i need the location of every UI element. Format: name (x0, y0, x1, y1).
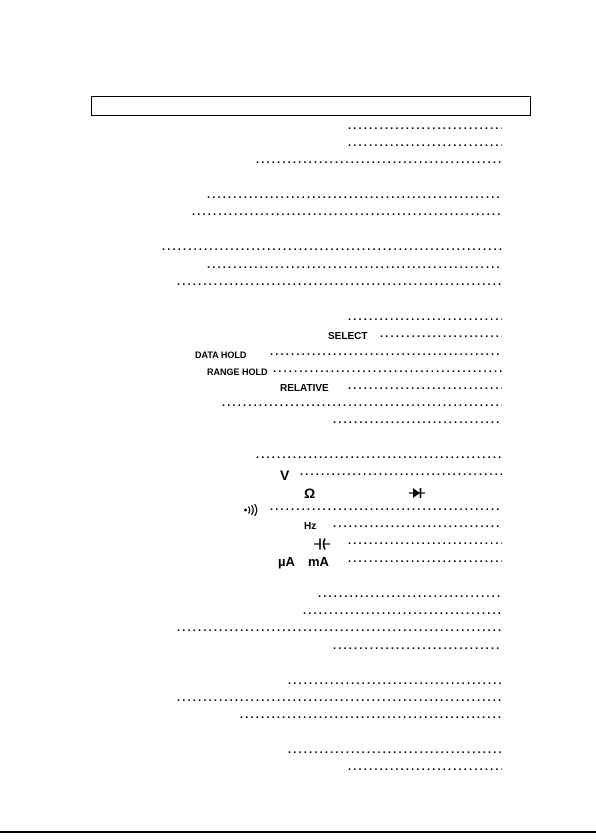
toc-row-capacitor: ································ (0, 537, 596, 551)
toc-row: ········································… (0, 278, 596, 292)
toc-row: ········································… (0, 399, 596, 413)
dot-leader: ································ (348, 538, 502, 550)
toc-row: ································ (0, 139, 596, 153)
toc-row: ································ (0, 122, 596, 136)
toc-row-range-hold: RANGE HOLD ·····························… (0, 365, 596, 379)
dot-leader: ········································… (207, 192, 502, 204)
toc-row-data-hold: DATA HOLD ······························… (0, 348, 596, 362)
milliamp-label: mA (308, 554, 329, 569)
dot-leader: ········································… (288, 747, 502, 759)
dot-leader: ········································… (177, 695, 502, 707)
toc-row-select: SELECT ·························· (0, 330, 596, 344)
toc-row-volt: V ······································… (0, 468, 596, 482)
dot-leader: ········································… (177, 625, 502, 637)
relative-label: RELATIVE (280, 383, 329, 394)
select-label: SELECT (328, 331, 368, 342)
toc-row: ········································… (0, 243, 596, 257)
dot-leader: ································ (348, 556, 502, 568)
dot-leader: ········································… (270, 504, 502, 516)
diode-icon (409, 488, 425, 498)
dot-leader: ································ (348, 140, 502, 152)
range-hold-label: RANGE HOLD (207, 367, 268, 377)
continuity-icon (244, 504, 258, 516)
toc-row: ········································… (0, 156, 596, 170)
dot-leader: ········································… (192, 209, 502, 221)
ohm-label: Ω (304, 485, 316, 501)
dot-leader: ········································… (270, 349, 502, 361)
toc-row: ································ (0, 313, 596, 327)
dot-leader: ········································… (288, 678, 502, 690)
toc-row: ········································… (0, 677, 596, 691)
dot-leader: ································ (348, 383, 502, 395)
dot-leader: ········································… (177, 279, 502, 291)
dot-leader: ········································… (256, 452, 502, 464)
section-header-box (91, 96, 531, 116)
dot-leader: ········································… (256, 157, 502, 169)
toc-row: ········································… (0, 261, 596, 275)
toc-row-ohm-diode: Ω (0, 486, 596, 500)
dot-leader: ···································· (333, 643, 502, 655)
toc-row: ········································… (0, 191, 596, 205)
data-hold-label: DATA HOLD (195, 350, 247, 360)
toc-row: ········································ (0, 590, 596, 604)
dot-leader: ································ (348, 764, 502, 776)
toc-row-hz: Hz ···································· (0, 520, 596, 534)
toc-row: ········································… (0, 208, 596, 222)
dot-leader: ································ (348, 314, 502, 326)
microamp-label: µA (278, 554, 295, 569)
dot-leader: ·························· (380, 331, 502, 343)
toc-row-relative: RELATIVE ·······························… (0, 382, 596, 396)
dot-leader: ········································… (240, 712, 502, 724)
toc-row: ········································… (0, 694, 596, 708)
dot-leader: ································ (348, 123, 502, 135)
dot-leader: ········································… (303, 608, 502, 620)
dot-leader: ···································· (333, 521, 502, 533)
bottom-rule (0, 831, 596, 833)
toc-row: ········································… (0, 746, 596, 760)
toc-row: ········································… (0, 607, 596, 621)
dot-leader: ···································· (333, 417, 502, 429)
dot-leader: ········································… (300, 469, 502, 481)
dot-leader: ········································… (273, 366, 502, 378)
dot-leader: ········································… (207, 262, 502, 274)
toc-row: ································ (0, 763, 596, 777)
toc-row-continuity: ········································… (0, 503, 596, 517)
dot-leader: ········································ (318, 591, 502, 603)
hz-label: Hz (304, 521, 317, 532)
toc-row: ········································… (0, 451, 596, 465)
toc-row: ········································… (0, 711, 596, 725)
capacitor-icon (314, 538, 330, 550)
toc-row: ···································· (0, 642, 596, 656)
toc-row: ···································· (0, 416, 596, 430)
volt-label: V (280, 467, 290, 483)
toc-row: ········································… (0, 624, 596, 638)
dot-leader: ········································… (222, 400, 502, 412)
dot-leader: ········································… (162, 244, 502, 256)
toc-row-current: µA mA ································ (0, 555, 596, 569)
